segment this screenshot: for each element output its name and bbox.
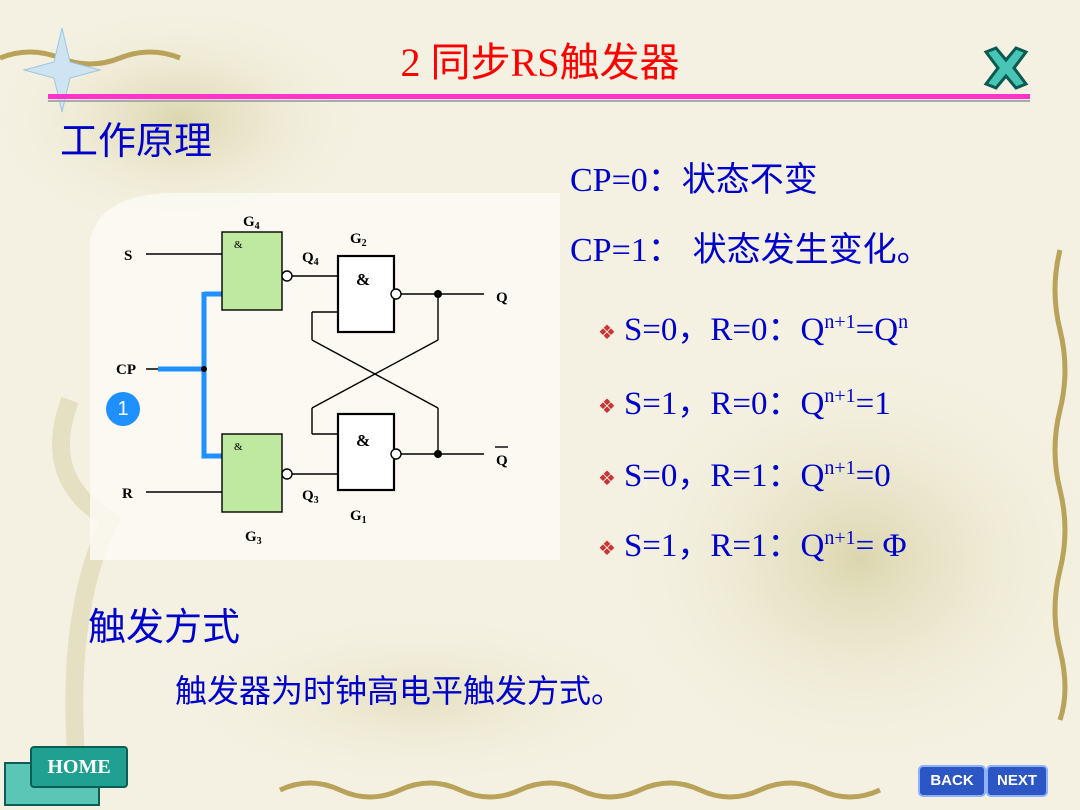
diamond-bullet-icon: ❖ <box>598 394 616 419</box>
gate-g4 <box>221 231 283 311</box>
rs-flipflop-circuit: S CP R Q Q & & & & G4 G2 G1 G3 Q4 Q3 <box>116 214 508 547</box>
truth-row: ❖S=0，R=1：Qn+1=0 <box>598 457 891 494</box>
section-principle: 工作原理 <box>60 119 213 163</box>
gate-g2-label: G2 <box>350 231 367 249</box>
svg-text:&: & <box>356 270 370 289</box>
input-s-label: S <box>124 248 132 264</box>
title-rule <box>48 94 1030 99</box>
next-button[interactable]: NEXT <box>986 765 1048 797</box>
section-trigger: 触发方式 <box>88 605 241 649</box>
sparkle-star-icon <box>22 27 102 113</box>
diamond-bullet-icon: ❖ <box>598 320 616 345</box>
output-q-label: Q <box>496 290 508 306</box>
cp0-line: CP=0：状态不变 <box>570 160 818 200</box>
slide-title: 2 同步RS触发器 <box>400 40 680 85</box>
output-qbar-label: Q <box>496 453 508 469</box>
q4-label: Q4 <box>302 250 319 268</box>
diamond-bullet-icon: ❖ <box>598 536 616 561</box>
cp-wire <box>158 291 222 459</box>
svg-text:&: & <box>234 239 243 251</box>
truth-row: ❖S=0，R=0：Qn+1=Qn <box>598 311 909 348</box>
trigger-description: 触发器为时钟高电平触发方式。 <box>175 672 624 710</box>
svg-text:&: & <box>356 431 370 450</box>
diamond-bullet-icon: ❖ <box>598 466 616 491</box>
gate-g1-label: G1 <box>350 508 367 526</box>
truth-row: ❖S=1，R=1：Qn+1= Φ <box>598 527 907 564</box>
gate-g3-label: G3 <box>245 529 262 547</box>
svg-text:&: & <box>234 441 243 453</box>
cp1-line: CP=1： 状态发生变化。 <box>570 230 931 270</box>
gate-g3 <box>221 433 283 513</box>
input-cp-label: CP <box>116 362 136 378</box>
q3-label: Q3 <box>302 488 319 506</box>
gate-g2 <box>336 254 396 334</box>
step-badge[interactable]: 1 <box>106 392 140 426</box>
gate-g4-label: G4 <box>243 214 260 232</box>
truth-row: ❖S=1，R=0：Qn+1=1 <box>598 385 891 422</box>
back-button[interactable]: BACK <box>918 765 986 797</box>
close-icon[interactable] <box>982 44 1030 92</box>
home-button[interactable]: HOME <box>30 746 128 788</box>
gate-g1 <box>336 412 396 492</box>
input-r-label: R <box>122 486 133 502</box>
